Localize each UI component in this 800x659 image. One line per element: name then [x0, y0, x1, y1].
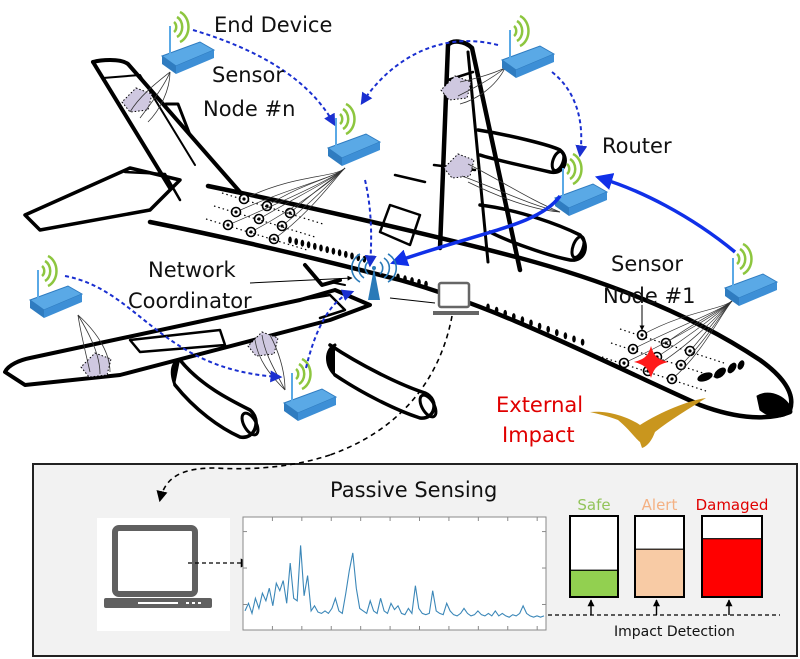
router-icon [160, 10, 216, 76]
data-link-dashed [329, 315, 453, 456]
window [403, 275, 407, 283]
router-icon [282, 357, 338, 423]
window [563, 332, 568, 340]
laptop-icon [433, 281, 479, 315]
impact-detection-label: Impact Detection [614, 624, 735, 640]
status-bars: Safe Alert Damaged [569, 496, 769, 615]
sensor-icon [222, 219, 234, 231]
sensor-icon [636, 329, 648, 341]
label-sensor-node-n: Node #n [203, 97, 295, 121]
window [512, 313, 516, 321]
window [580, 338, 585, 346]
window [410, 277, 414, 285]
window [520, 316, 525, 324]
label-network-coordinator: Network [148, 258, 237, 282]
passive-sensing-panel: Passive Sensing Safe Alert Damaged Impact … [32, 463, 798, 657]
label-network-coordinator: Coordinator [128, 289, 252, 313]
label-end-device: End Device [214, 13, 332, 37]
impact-star-icon [634, 346, 668, 378]
panel-title: Passive Sensing [330, 478, 497, 502]
sensor-icon [675, 359, 687, 371]
window [529, 319, 533, 327]
window [555, 329, 559, 337]
sensor-wire [250, 167, 346, 233]
router-links [390, 173, 737, 267]
label-sensor-node-n: Sensor [212, 63, 284, 87]
window [325, 246, 330, 254]
window [424, 280, 428, 288]
window [546, 325, 550, 333]
status-label: Safe [577, 496, 610, 514]
label-external-impact: External [496, 393, 583, 417]
sensor-icon [627, 343, 639, 355]
window [572, 335, 576, 343]
sensor-icon [618, 357, 630, 369]
sensor-wire [273, 167, 346, 240]
network-coordinator-icon [351, 253, 397, 300]
label-router: Router [602, 134, 672, 158]
label-external-impact: Impact [502, 423, 575, 447]
chart-frame [242, 516, 547, 631]
label-sensor-node-1: Sensor [611, 252, 683, 276]
monitor-icon [104, 525, 212, 608]
sensor-icon [684, 345, 696, 357]
sensor-icon [253, 213, 265, 225]
sensor-icon [230, 206, 242, 218]
window [503, 309, 508, 317]
window [494, 306, 499, 314]
window [417, 278, 421, 286]
fuselage-windows [288, 236, 585, 346]
status-label: Damaged [696, 496, 769, 514]
window [319, 244, 323, 252]
window [294, 238, 299, 246]
router-icon [28, 254, 84, 320]
airplane [3, 39, 794, 439]
window [486, 303, 490, 311]
window [344, 250, 348, 258]
status-bar-damaged: Damaged [696, 496, 769, 615]
signal-chart [242, 516, 547, 631]
label-sensor-node-1: Node #1 [603, 284, 695, 308]
sensor-grid-line [601, 356, 707, 392]
status-bar-fill [636, 549, 683, 596]
window [288, 236, 292, 244]
window [300, 239, 305, 247]
wireless-links [64, 29, 588, 383]
window [331, 247, 336, 255]
signal-trace [244, 545, 545, 618]
sensor-wire [623, 299, 734, 364]
window [350, 252, 354, 260]
window [306, 241, 311, 249]
coordinator-pointer [249, 275, 353, 284]
status-bar-fill [703, 538, 761, 596]
sensor-wire [227, 167, 346, 226]
status-label: Alert [642, 496, 678, 514]
window [313, 242, 317, 250]
router-icon [326, 102, 382, 168]
sensor-icon [245, 226, 257, 238]
sensor-array-n [205, 167, 346, 251]
router-icon [723, 242, 779, 308]
sensor-grid-line [610, 342, 716, 378]
status-bar-safe: Safe [569, 496, 619, 615]
sensor-wire [671, 299, 734, 380]
window [396, 273, 400, 281]
data-transfer-arrow [156, 454, 331, 503]
status-bar-fill [571, 570, 617, 596]
bird-icon [590, 398, 706, 448]
window [537, 322, 542, 330]
window [337, 249, 342, 257]
sensor-icon [666, 373, 678, 385]
sensor-wires [77, 67, 561, 391]
sensor-icon [238, 193, 250, 205]
status-bar-alert: Alert [634, 496, 685, 615]
coordinator-link [389, 297, 436, 304]
sensor-array-1 [601, 299, 734, 392]
sensor-grid-line [619, 328, 725, 364]
router-icon [500, 14, 556, 80]
